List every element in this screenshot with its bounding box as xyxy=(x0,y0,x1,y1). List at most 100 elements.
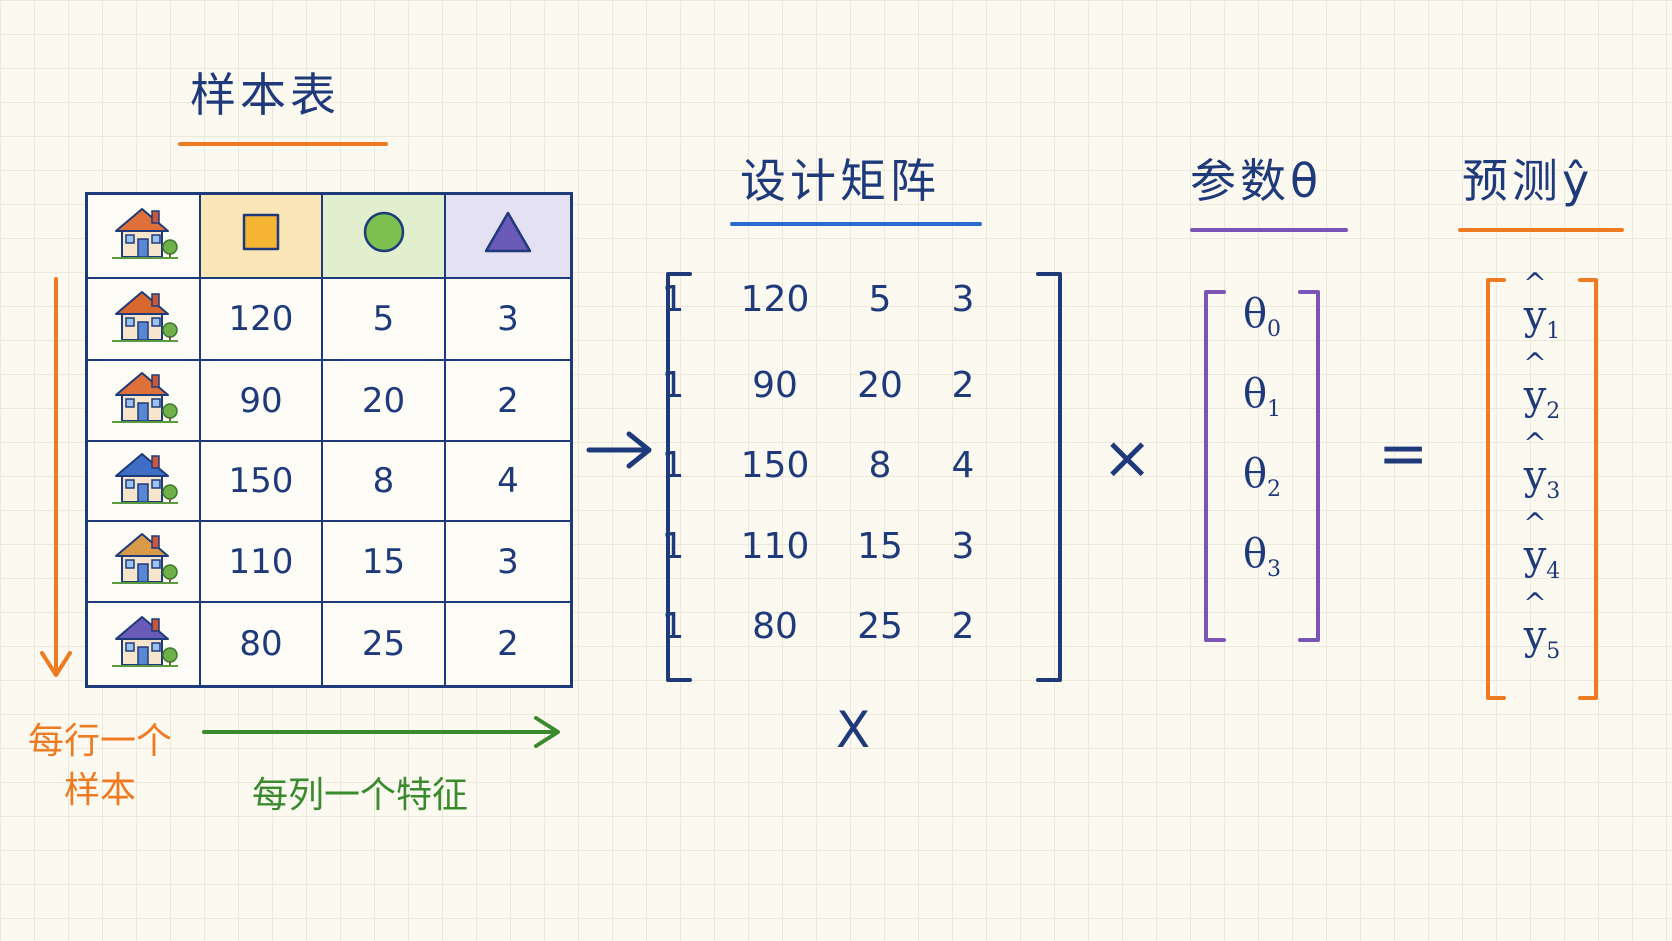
prediction-entry: y3 xyxy=(1502,456,1582,503)
house-icon xyxy=(108,365,180,436)
params-brackets xyxy=(1204,290,1320,642)
prediction-title: 预测ŷ xyxy=(1462,154,1594,208)
sample-table-underline xyxy=(178,142,388,146)
matrix-cell: 25 xyxy=(857,606,903,647)
table-cell: 3 xyxy=(446,279,570,361)
params-title: 参数θ xyxy=(1190,154,1323,208)
house-icon xyxy=(108,201,180,272)
sample-table-title: 样本表 xyxy=(190,68,340,122)
table-cell: 80 xyxy=(201,603,323,685)
y-hat-symbol: y xyxy=(1524,376,1547,416)
prediction-brackets xyxy=(1486,278,1598,700)
table-row-icon-cell xyxy=(88,603,201,685)
matrix-cell: 8 xyxy=(868,445,892,486)
column-direction-arrow xyxy=(202,716,560,748)
matrix-cell: 2 xyxy=(951,365,975,406)
table-row-icon-cell xyxy=(88,442,201,522)
house-icon xyxy=(108,446,180,517)
right-arrow-icon xyxy=(586,431,652,469)
table-cell: 4 xyxy=(446,442,570,522)
prediction-entry: y2 xyxy=(1502,376,1582,423)
table-cell: 25 xyxy=(323,603,446,685)
house-icon xyxy=(108,526,180,597)
square-icon xyxy=(238,209,284,264)
matrix-cell: 3 xyxy=(951,279,975,320)
y-hat-subscript: 3 xyxy=(1546,479,1561,504)
matrix-cell: 1 xyxy=(661,445,685,486)
y-hat-symbol: y xyxy=(1524,456,1547,496)
table-row-icon-cell xyxy=(88,361,201,442)
theta-symbol: θ xyxy=(1242,451,1268,497)
equals-operator: = xyxy=(1378,419,1429,489)
y-hat-symbol: y xyxy=(1524,536,1547,576)
matrix-cell: 20 xyxy=(857,365,903,406)
triangle-icon xyxy=(480,207,536,266)
table-cell: 2 xyxy=(497,624,519,664)
table-cell: 5 xyxy=(323,279,446,361)
prediction-underline xyxy=(1458,228,1624,232)
prediction-entry: y5 xyxy=(1502,616,1582,663)
table-row-icon-cell xyxy=(88,522,201,603)
matrix-cell: 1 xyxy=(661,365,685,406)
matrix-cell: 80 xyxy=(752,606,798,647)
matrix-cell: 150 xyxy=(740,445,810,486)
header-cell xyxy=(88,195,201,279)
table-cell: 3 xyxy=(446,522,570,603)
matrix-cell: 90 xyxy=(752,365,798,406)
y-hat-subscript: 4 xyxy=(1546,559,1561,584)
design-matrix-brackets xyxy=(666,272,1062,682)
theta-symbol: θ xyxy=(1242,531,1268,577)
theta-subscript: 2 xyxy=(1267,477,1282,502)
table-cell: 150 xyxy=(201,442,323,522)
matrix-cell: 110 xyxy=(740,526,810,567)
rows-caption: 每行一个 样本 xyxy=(28,721,173,811)
theta-subscript: 0 xyxy=(1267,317,1282,342)
theta-entry: θ2 xyxy=(1222,454,1302,501)
header-cell xyxy=(323,195,446,279)
matrix-cell: 5 xyxy=(868,279,892,320)
design-matrix-title: 设计矩阵 xyxy=(740,154,940,208)
y-hat-subscript: 2 xyxy=(1546,399,1561,424)
prediction-entry: y4 xyxy=(1502,536,1582,583)
house-icon xyxy=(108,284,180,355)
y-hat-symbol: y xyxy=(1524,616,1547,656)
matrix-cell: 15 xyxy=(857,526,903,567)
table-cell: 8 xyxy=(323,442,446,522)
header-cell xyxy=(446,195,570,279)
table-cell: 120 xyxy=(201,279,323,361)
theta-entry: θ3 xyxy=(1222,534,1302,581)
theta-symbol: θ xyxy=(1242,291,1268,337)
matrix-cell: 3 xyxy=(951,526,975,567)
matrix-cell: 4 xyxy=(951,445,975,486)
table-cell: 20 xyxy=(323,361,446,442)
y-hat-symbol: y xyxy=(1524,296,1547,336)
matrix-cell: 1 xyxy=(661,279,685,320)
theta-entry: θ0 xyxy=(1222,294,1302,341)
theta-subscript: 3 xyxy=(1267,557,1282,582)
circle-icon xyxy=(359,207,409,266)
theta-symbol: θ xyxy=(1242,371,1268,417)
prediction-entry: y1 xyxy=(1502,296,1582,343)
times-operator: × xyxy=(1102,423,1153,493)
design-matrix-label: X xyxy=(836,701,871,759)
theta-entry: θ1 xyxy=(1222,374,1302,421)
theta-subscript: 1 xyxy=(1267,397,1282,422)
table-row-icon-cell xyxy=(88,279,201,361)
matrix-cell: 1 xyxy=(661,606,685,647)
matrix-cell: 1 xyxy=(661,526,685,567)
design-matrix-underline xyxy=(730,222,982,226)
y-hat-subscript: 1 xyxy=(1546,319,1561,344)
table-cell: 110 xyxy=(201,522,323,603)
row-direction-arrow xyxy=(40,277,72,677)
columns-caption: 每列一个特征 xyxy=(252,775,469,816)
matrix-cell: 2 xyxy=(951,606,975,647)
params-underline xyxy=(1190,228,1348,232)
table-cell: 90 xyxy=(201,361,323,442)
header-cell xyxy=(201,195,323,279)
y-hat-subscript: 5 xyxy=(1546,639,1561,664)
table-cell: 15 xyxy=(323,522,446,603)
house-icon xyxy=(108,609,180,680)
table-cell: 2 xyxy=(446,361,570,442)
matrix-cell: 120 xyxy=(740,279,810,320)
